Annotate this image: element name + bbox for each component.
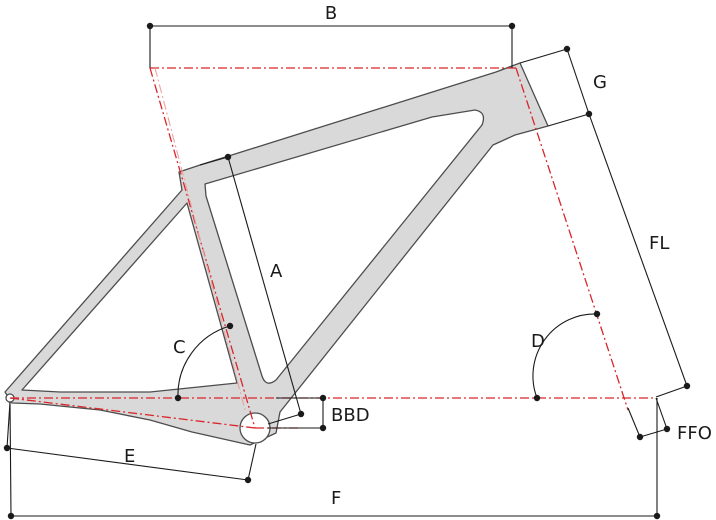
dim-c-arc: [177, 325, 231, 399]
dim-c-end-dot: [226, 322, 234, 330]
dim-e-left-tick: [6, 401, 11, 449]
frame-main-triangle-opening: [204, 109, 485, 384]
dim-ffo-left-tick: [627, 407, 641, 438]
dim-fl-bottom-tick: [655, 385, 688, 398]
dim-e-left-dot: [3, 444, 11, 452]
dimension-labels: B G A FL C D BBD FFO E F: [124, 3, 712, 509]
dim-g-bottom-tick: [547, 113, 590, 127]
head-tube-centerline: [515, 67, 629, 411]
dim-bbd-top-dot: [319, 394, 327, 402]
dim-b-right-dot: [508, 22, 516, 30]
frame-rear-triangle-opening: [21, 202, 238, 393]
seat-tube-secondary-line: [154, 67, 246, 411]
seat-tube-centerline: [149, 67, 256, 429]
dim-ffo-right-dot: [663, 425, 671, 433]
label-a: A: [270, 261, 283, 282]
label-b: B: [325, 3, 337, 24]
dim-e-right-tick: [247, 443, 257, 481]
dim-d-arc: [532, 313, 598, 399]
dim-e-line: [6, 447, 249, 481]
dim-f-left-dot: [7, 512, 15, 520]
dim-ffo-right-tick: [655, 397, 668, 430]
bike-frame: [4, 62, 549, 446]
dim-e-right-dot: [244, 476, 252, 484]
dim-a-line: [227, 156, 302, 415]
dim-g-top-tick: [519, 48, 568, 64]
dim-fl-line: [588, 113, 688, 387]
label-ffo: FFO: [677, 423, 712, 444]
dim-bbd-bottom-dot: [319, 424, 327, 432]
dim-f-left-tick: [9, 401, 12, 517]
dim-c-start-dot: [174, 394, 182, 402]
label-f: F: [331, 488, 341, 509]
dim-d-start-dot: [533, 394, 541, 402]
label-c: C: [173, 337, 186, 358]
dim-a-bottom-dot: [297, 410, 305, 418]
dim-d-end-dot: [593, 310, 601, 318]
dimension-lines: [3, 22, 691, 520]
dim-ffo-left-dot: [636, 433, 644, 441]
dim-a-top-dot: [224, 153, 232, 161]
dim-g-line: [566, 48, 590, 115]
label-e: E: [124, 446, 135, 467]
label-bbd: BBD: [331, 405, 370, 426]
dim-a-top-tick: [199, 156, 229, 166]
dim-g-top-dot: [563, 45, 571, 53]
label-g: G: [593, 72, 607, 93]
label-d: D: [531, 331, 545, 352]
dim-f-right-dot: [653, 512, 661, 520]
dim-ffo-line: [639, 428, 668, 438]
dim-b-left-dot: [146, 22, 154, 30]
chainstay-line: [9, 397, 256, 429]
label-fl: FL: [649, 233, 669, 254]
dim-fl-bottom-dot: [683, 382, 691, 390]
dim-a-bottom-tick: [267, 413, 302, 425]
